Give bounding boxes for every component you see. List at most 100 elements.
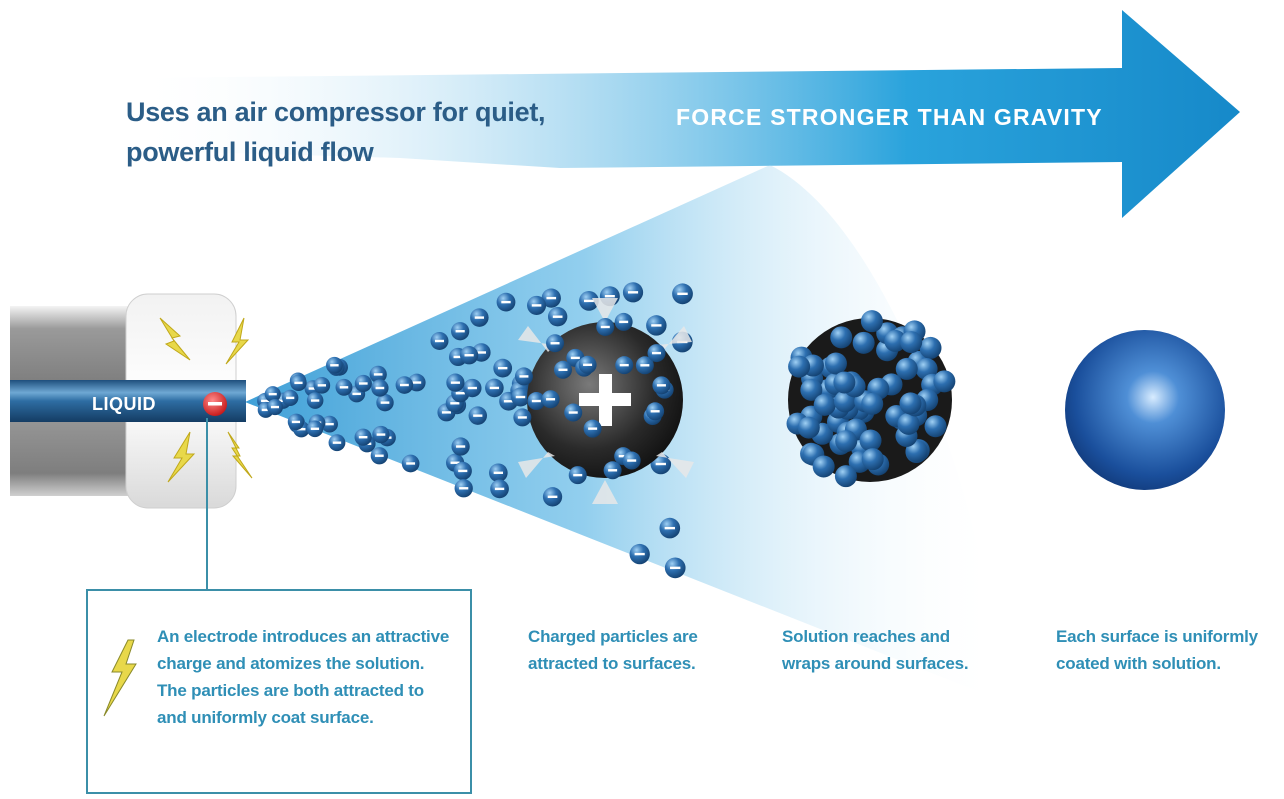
minus-sign (656, 384, 666, 387)
minus-sign (651, 324, 662, 327)
minus-sign (558, 368, 568, 371)
minus-sign (464, 354, 474, 357)
minus-sign (550, 342, 560, 345)
target-surface-coated (1065, 330, 1225, 490)
minus-sign (677, 292, 688, 296)
particle (895, 357, 918, 380)
minus-sign (359, 382, 368, 385)
force-arrow (130, 10, 1240, 218)
minus-sign (268, 392, 277, 396)
minus-sign (310, 427, 320, 430)
particle (897, 412, 920, 435)
minus-sign (583, 363, 593, 366)
particle (919, 336, 942, 359)
particle (899, 392, 922, 415)
caption-line: An electrode introduces an attractive (157, 627, 450, 646)
minus-sign (376, 433, 386, 436)
minus-sign (375, 454, 384, 457)
minus-sign (261, 399, 270, 403)
minus-sign (552, 315, 563, 318)
minus-sign (339, 386, 349, 389)
minus-sign (517, 416, 527, 419)
particle (824, 352, 847, 375)
wrapping-particles (786, 310, 956, 488)
caption-line: Charged particles are (528, 627, 698, 646)
caption-line: charge and atomizes the solution. (157, 654, 425, 673)
minus-sign (670, 566, 681, 570)
caption-line: Solution reaches and (782, 627, 950, 646)
particle (861, 448, 884, 471)
step-1-caption: An electrode introduces an attractive ch… (157, 623, 457, 731)
particle (852, 331, 875, 354)
minus-sign (493, 471, 503, 474)
minus-sign (286, 396, 295, 400)
minus-sign (503, 400, 514, 403)
minus-sign (399, 383, 409, 387)
spray-nozzle (10, 293, 246, 509)
minus-sign (652, 351, 662, 355)
minus-sign (604, 294, 615, 298)
particle (833, 371, 856, 394)
headline: Uses an air compressor for quiet, powerf… (126, 92, 556, 172)
minus-sign (458, 469, 468, 473)
particle (859, 429, 882, 452)
particle (900, 331, 923, 354)
minus-sign (650, 410, 660, 413)
caption-line: The particles are both attracted to (157, 681, 424, 700)
positive-charge-icon (579, 374, 631, 426)
minus-sign (325, 422, 334, 426)
minus-sign (294, 381, 303, 385)
minus-sign (531, 399, 541, 403)
minus-sign (619, 363, 629, 367)
minus-sign (450, 381, 460, 384)
minus-sign (473, 414, 483, 417)
minus-sign (450, 461, 460, 464)
minus-sign (406, 462, 416, 465)
minus-sign (459, 487, 469, 490)
minus-sign (358, 436, 368, 439)
minus-sign (330, 364, 339, 367)
charged-particles (257, 282, 693, 579)
particle (884, 329, 907, 352)
minus-sign (627, 459, 637, 462)
headline-line-2: powerful liquid flow (126, 137, 374, 167)
particle (788, 355, 811, 378)
minus-sign (270, 405, 280, 409)
minus-sign (547, 495, 558, 499)
minus-sign (310, 399, 320, 402)
minus-sign (352, 392, 361, 396)
minus-sign (627, 291, 639, 294)
minus-sign (474, 316, 484, 319)
attached-particles (513, 312, 674, 485)
particle (830, 326, 853, 349)
minus-sign (568, 411, 578, 414)
minus-sign (546, 296, 557, 300)
minus-sign (494, 487, 505, 491)
minus-sign (441, 411, 451, 414)
particle (861, 392, 884, 415)
minus-sign (380, 401, 390, 404)
minus-sign (450, 402, 460, 405)
minus-sign (546, 398, 556, 401)
caption-line: Each surface is uniformly (1056, 627, 1258, 646)
minus-sign (291, 420, 301, 424)
minus-sign (412, 381, 422, 384)
caption-line: wraps around surfaces. (782, 654, 969, 673)
minus-sign (501, 300, 511, 304)
minus-sign (608, 469, 618, 472)
liquid-label: LIQUID (92, 394, 156, 414)
particle (797, 416, 820, 439)
minus-sign (467, 386, 477, 390)
minus-sign (317, 384, 327, 387)
step-2-caption: Charged particles are attracted to surfa… (528, 623, 728, 677)
minus-sign (584, 299, 594, 303)
caption-line: and uniformly coat surface. (157, 708, 374, 727)
minus-sign (570, 356, 580, 360)
minus-sign (297, 427, 306, 431)
minus-sign (308, 387, 317, 390)
minus-sign (634, 552, 645, 556)
particle (924, 415, 947, 438)
step-3-caption: Solution reaches and wraps around surfac… (782, 623, 992, 677)
minus-sign (531, 304, 542, 307)
